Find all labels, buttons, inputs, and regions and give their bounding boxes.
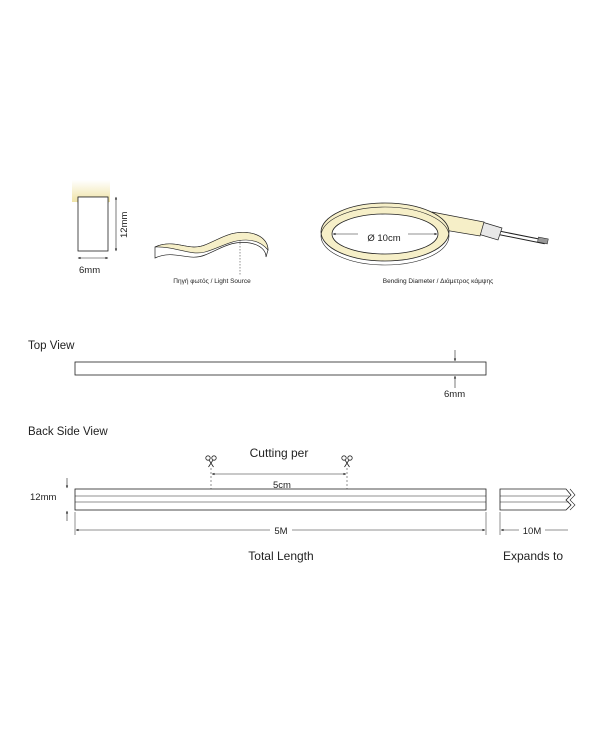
break-mark [569, 488, 576, 511]
scissors-icon [205, 455, 217, 468]
length-label-bg [270, 524, 292, 536]
light-source-strip: Πηγή φωτός / Light Source [154, 232, 269, 285]
cutting-label: Cutting per [250, 446, 309, 460]
back-height-label: 12mm [30, 492, 56, 503]
wavy-strip-top [154, 232, 269, 254]
profile-height-label: 12mm [119, 212, 130, 238]
expands-to-label: Expands to [503, 549, 563, 563]
back-side-view-section: Back Side View Cutting per 5cm 12mm [28, 426, 576, 563]
bend-caption: Bending Diameter / Διάμετρος κάμψης [383, 277, 494, 285]
top-view-strip [74, 361, 487, 376]
cut-length-label: 5cm [273, 480, 291, 491]
profile-width-label: 6mm [79, 265, 100, 276]
cable-plug [537, 236, 549, 245]
total-length-label: Total Length [248, 549, 313, 563]
top-view-section: Top View 6mm [28, 340, 487, 400]
light-glow [72, 180, 110, 202]
bend-diameter-label: Ø 10cm [367, 233, 400, 244]
top-view-width-label: 6mm [444, 389, 465, 400]
expansion-strip [499, 488, 572, 511]
back-view-strip [74, 488, 487, 511]
top-view-title: Top View [28, 340, 75, 352]
power-cable-inner [494, 230, 546, 244]
expand-label-bg [519, 524, 545, 536]
scissors-icon [341, 455, 353, 468]
back-side-view-title: Back Side View [28, 426, 108, 438]
profile-section: 12mm 6mm [72, 180, 130, 276]
bending-section: Ø 10cm Bending Diameter / Διάμετρος κάμψ… [320, 202, 549, 285]
expand-length-label: 10M [523, 526, 542, 537]
bend-label-bg [358, 226, 408, 238]
profile-body [77, 196, 109, 252]
bend-ring-side [320, 206, 450, 266]
length-label-visible: 5M [274, 526, 287, 537]
light-source-caption: Πηγή φωτός / Light Source [173, 277, 251, 285]
